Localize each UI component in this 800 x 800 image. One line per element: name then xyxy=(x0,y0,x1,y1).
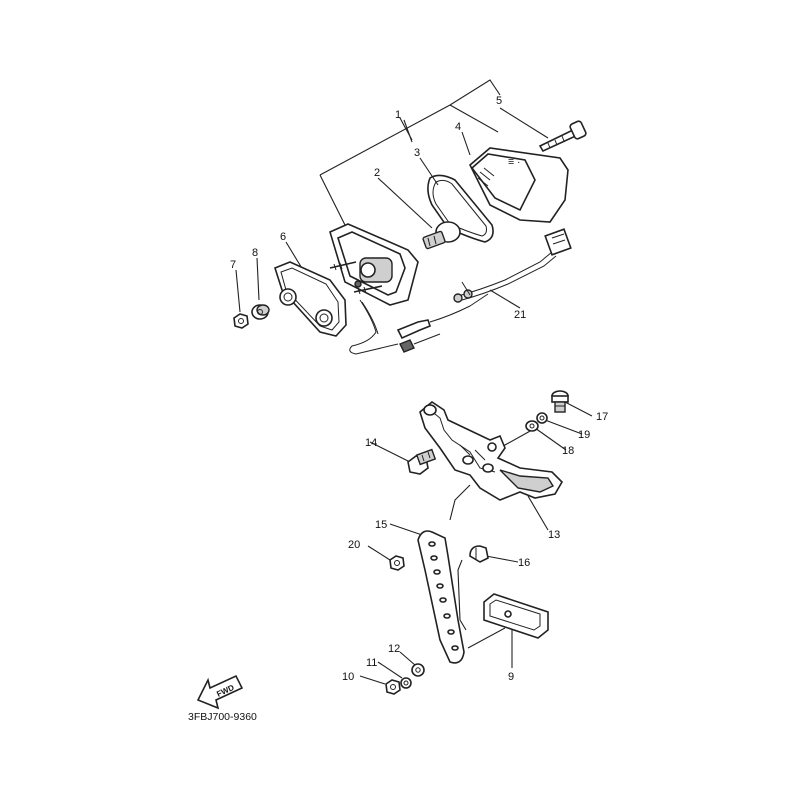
stay-part-15 xyxy=(417,530,465,664)
screw-part-5 xyxy=(538,120,587,153)
callout-3: 3 xyxy=(414,147,420,159)
callout-labels: 1 2 3 4 5 6 7 8 9 10 11 12 13 14 15 16 1… xyxy=(230,95,608,683)
callout-12: 12 xyxy=(388,643,400,655)
callout-9: 9 xyxy=(508,671,514,683)
reflector-part-9 xyxy=(483,593,549,639)
washer-part-18 xyxy=(525,420,539,432)
part-code: 3FBJ700-9360 xyxy=(188,711,257,723)
leader-lines-upper xyxy=(235,107,549,313)
callout-20: 20 xyxy=(348,539,360,551)
bracket-part-13 xyxy=(419,401,564,501)
callout-2: 2 xyxy=(374,167,380,179)
callout-14: 14 xyxy=(365,437,377,449)
callout-16: 16 xyxy=(518,557,530,569)
bolt-part-17 xyxy=(551,390,569,413)
washer-part-12 xyxy=(411,663,425,677)
base-gasket-part-6 xyxy=(274,261,347,337)
callout-10: 10 xyxy=(342,671,354,683)
bulb-part-2 xyxy=(422,221,461,250)
callout-15: 15 xyxy=(375,519,387,531)
callout-13: 13 xyxy=(548,529,560,541)
spacer-part-8 xyxy=(251,304,270,320)
callout-17: 17 xyxy=(596,411,608,423)
lens-part-4: ≡ · xyxy=(469,147,569,223)
svg-text:≡ ·: ≡ · xyxy=(508,156,521,168)
fwd-arrow-icon: FWD xyxy=(196,674,244,710)
callout-18: 18 xyxy=(562,445,574,457)
gasket-part-3 xyxy=(427,174,494,243)
spring-washer-part-19 xyxy=(536,412,548,424)
tail-light-housing xyxy=(329,223,419,306)
lock-washer-part-11 xyxy=(400,677,412,689)
callout-6: 6 xyxy=(280,231,286,243)
callout-4: 4 xyxy=(455,121,461,133)
callout-7: 7 xyxy=(230,259,236,271)
cap-nut-part-16 xyxy=(469,545,489,563)
wire-lead xyxy=(349,299,441,355)
callout-21: 21 xyxy=(514,309,526,321)
callout-19: 19 xyxy=(578,429,590,441)
nut-part-20 xyxy=(389,555,405,571)
harness-part-21 xyxy=(429,228,572,323)
bolt-part-14 xyxy=(407,448,437,475)
callout-5: 5 xyxy=(496,95,502,107)
callout-8: 8 xyxy=(252,247,258,259)
nut-part-10 xyxy=(385,679,401,695)
group-bracket-lines xyxy=(319,79,501,226)
callout-11: 11 xyxy=(366,657,377,669)
callout-1: 1 xyxy=(395,109,401,121)
nut-part-7 xyxy=(233,313,249,329)
